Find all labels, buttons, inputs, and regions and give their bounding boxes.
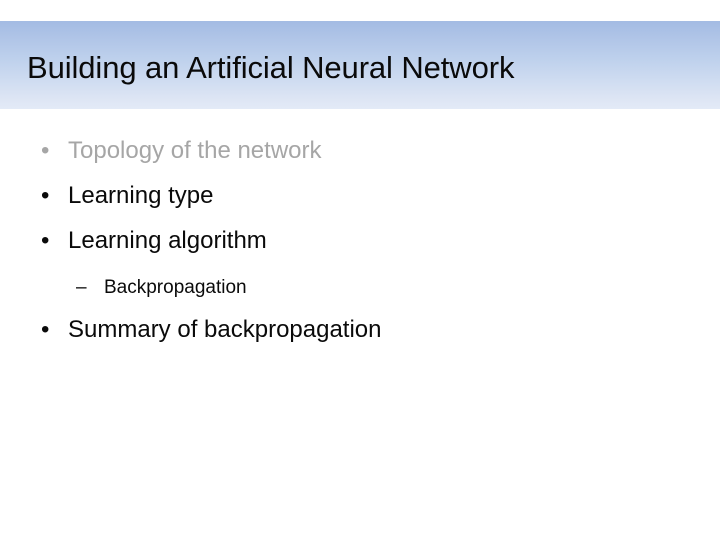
list-item-label: Topology of the network [68, 137, 322, 164]
list-item-label: Learning algorithm [68, 227, 267, 254]
list-item-label: Summary of backpropagation [68, 316, 382, 343]
list-item[interactable]: • Learning algorithm [0, 218, 720, 263]
bullet-dot-icon: • [41, 227, 50, 254]
sub-list-item-label: Backpropagation [104, 277, 247, 298]
list-item-label: Learning type [68, 182, 214, 209]
list-item[interactable]: • Topology of the network [0, 128, 720, 173]
title-banner [0, 21, 720, 109]
bullet-dot-icon: • [41, 137, 50, 164]
list-item[interactable]: • Summary of backpropagation [0, 307, 720, 352]
list-item[interactable]: • Learning type [0, 173, 720, 218]
bullet-dash-icon: – [76, 277, 87, 298]
bullet-dot-icon: • [41, 316, 50, 343]
bullet-dot-icon: • [41, 182, 50, 209]
sub-list-item[interactable]: – Backpropagation [0, 263, 720, 307]
slide-title: Building an Artificial Neural Network [27, 50, 515, 85]
bullet-list: • Topology of the network • Learning typ… [0, 128, 720, 352]
